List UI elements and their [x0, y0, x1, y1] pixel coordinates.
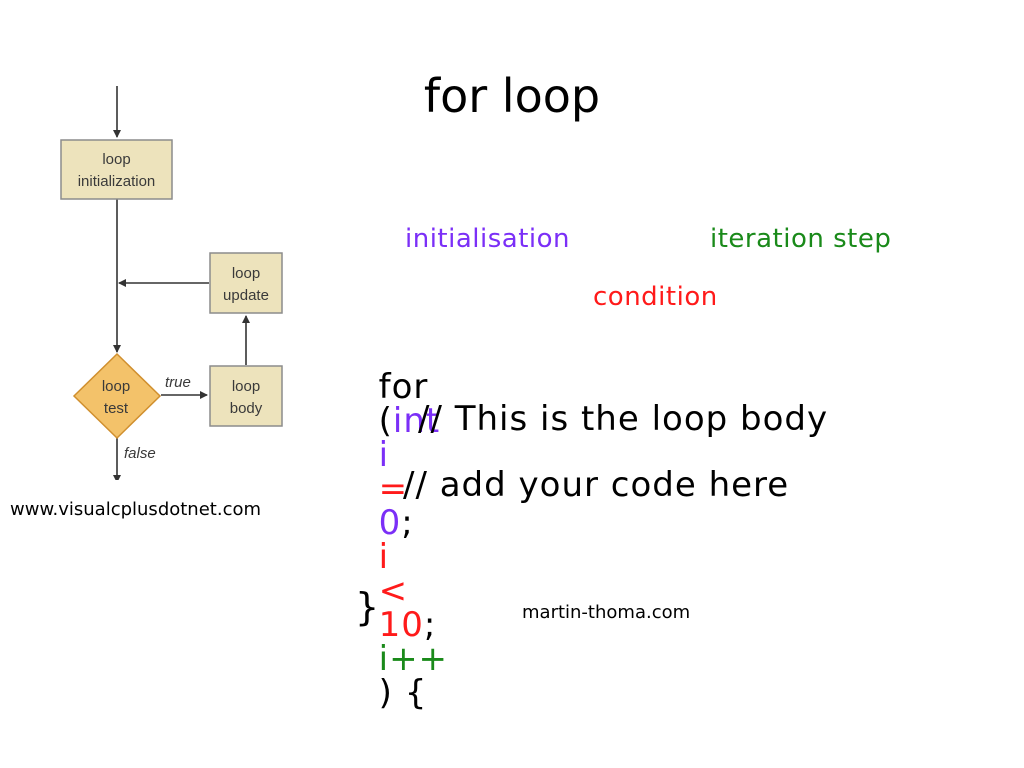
code-comment-loop-body: // This is the loop body — [418, 399, 829, 439]
edges — [113, 86, 250, 480]
for-keyword: for — [378, 367, 429, 407]
condition-variable: i — [378, 537, 390, 577]
slide-title: for loop — [423, 69, 601, 123]
loop-body-box — [209, 365, 283, 427]
false-edge-label: false — [124, 445, 156, 462]
close-paren-open-brace: ) { — [378, 673, 428, 713]
initialisation-label: initialisation — [405, 224, 571, 254]
code-comment-add-code: // add your code here — [403, 465, 790, 505]
condition-label: condition — [593, 282, 718, 312]
iteration-step-label: iteration step — [710, 224, 892, 254]
loop-test-diamond — [72, 352, 162, 440]
int-keyword: int — [392, 401, 441, 441]
init-label-line1: loop — [102, 151, 130, 168]
loop-update-node: loop update — [209, 252, 283, 314]
init-label-line2: initialization — [78, 173, 156, 190]
credit-visualcplusdotnet: www.visualcplusdotnet.com — [10, 499, 262, 520]
init-variable: i — [378, 435, 390, 475]
body-label-line2: body — [230, 400, 263, 417]
loop-initialization-node: loop initialization — [60, 139, 173, 200]
loop-body-node: loop body — [209, 365, 283, 427]
semicolon-1: ; — [401, 503, 414, 543]
loop-test-node: loop test — [72, 352, 162, 440]
loop-initialization-box — [60, 139, 173, 200]
semicolon-2: ; — [423, 605, 437, 645]
code-closing-brace: } — [355, 585, 381, 629]
update-label-line2: update — [223, 287, 269, 304]
increment-expression: i++ — [378, 639, 449, 679]
for-loop-flowchart: loop initialization loop update loop tes… — [60, 86, 283, 480]
credit-martin-thoma: martin-thoma.com — [522, 602, 691, 623]
init-value: 0 — [378, 503, 402, 543]
open-paren: ( — [378, 401, 393, 441]
body-label-line1: loop — [232, 378, 260, 395]
assign-operator: = — [378, 469, 409, 509]
condition-limit: 10 — [378, 605, 424, 645]
update-label-line1: loop — [232, 265, 260, 282]
true-edge-label: true — [165, 374, 191, 391]
code-line-for-header: for (int i = 0; i < 10; i++ ) { — [355, 336, 448, 710]
test-label-line2: test — [104, 400, 129, 417]
loop-update-box — [209, 252, 283, 314]
test-label-line1: loop — [102, 378, 130, 395]
less-than-operator: < — [378, 571, 409, 611]
